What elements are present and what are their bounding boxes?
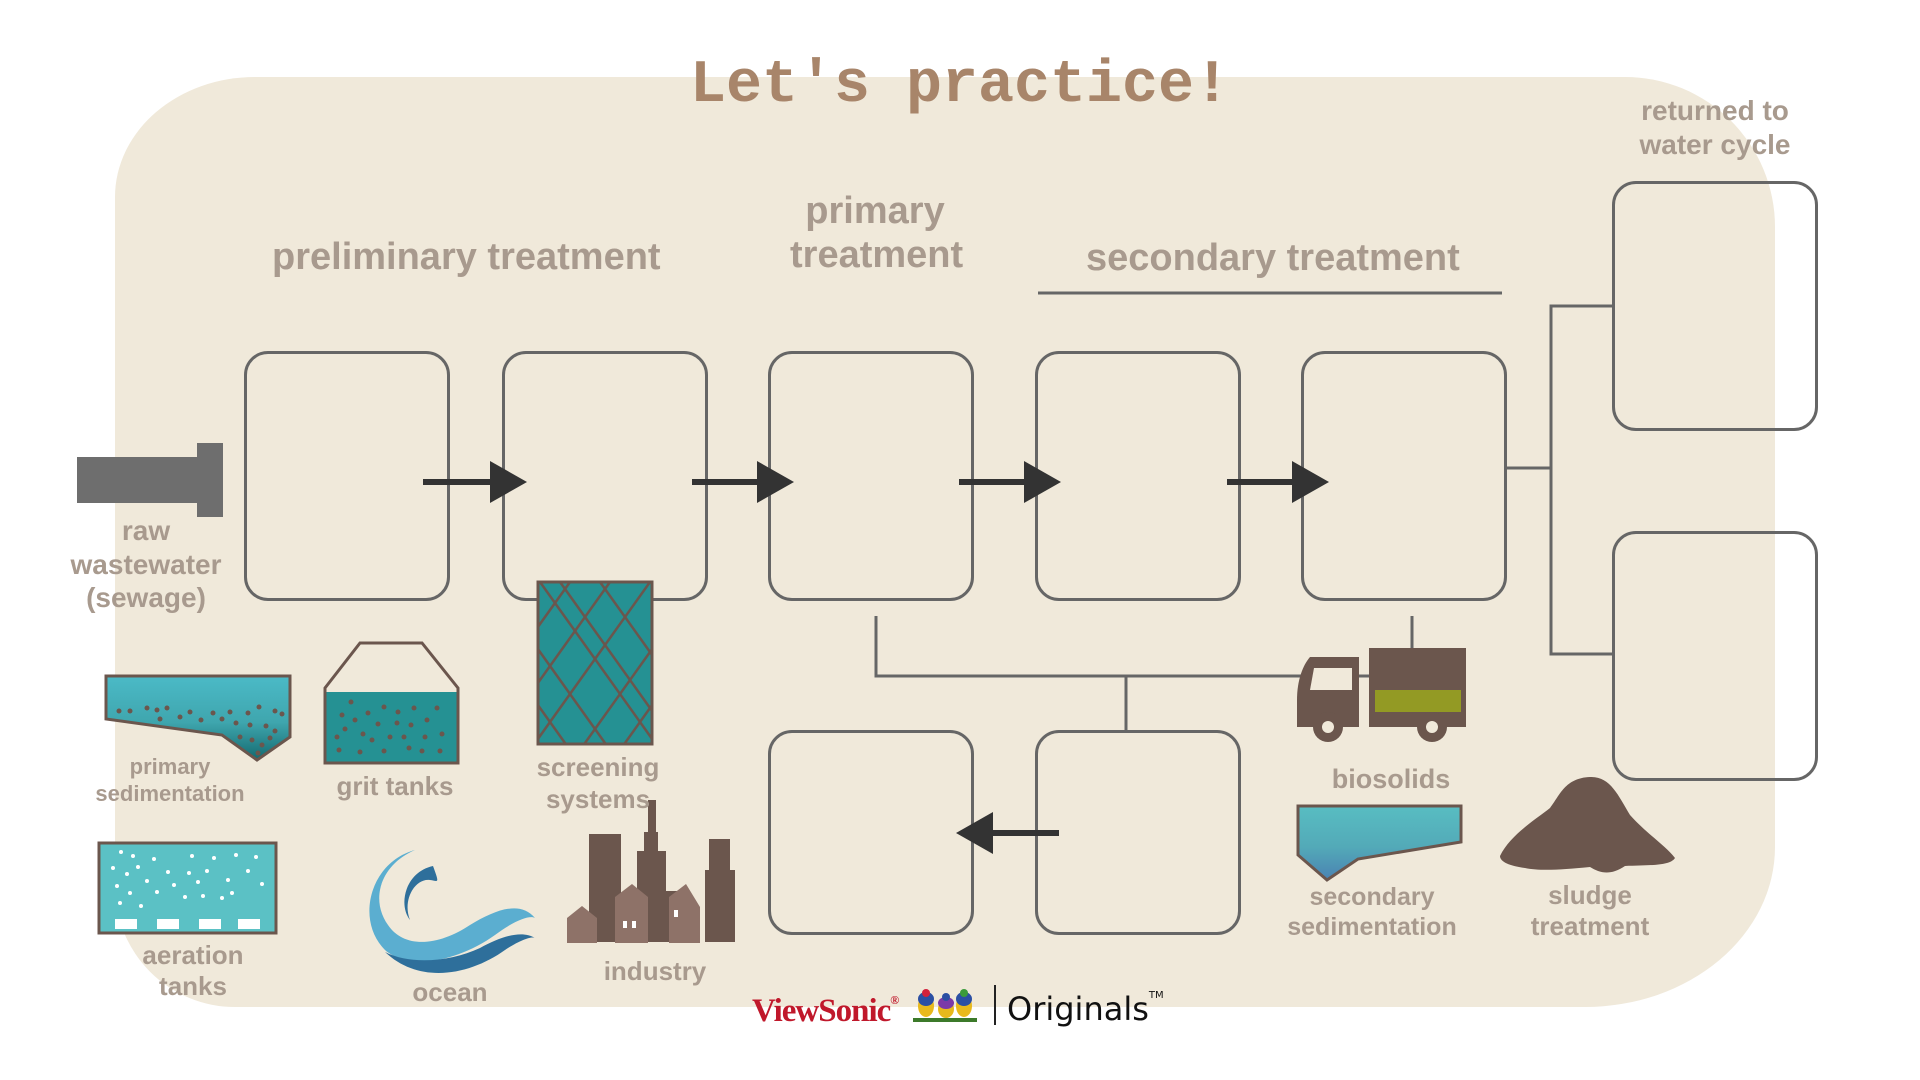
heading-primary-line2: treatment [790,233,964,276]
birds-logo-icon [913,989,977,1022]
label-primary-sedimentation[interactable]: primary sedimentation [80,754,260,808]
label-line: secondary [1309,883,1435,911]
heading-returned-line2: water cycle [1639,128,1791,160]
trademark-mark: TM [1148,990,1164,1001]
viewsonic-logo: ViewSonic® [752,993,899,1030]
arrow-right-icon [692,461,794,503]
arrow-right-icon [423,461,527,503]
label-line: grit tanks [336,771,454,801]
label-line: treatment [1530,911,1650,942]
grit-tank-icon [323,641,460,765]
label-grit-tanks[interactable]: grit tanks [320,771,470,802]
label-line: sludge [1548,880,1632,910]
label-line: screening [536,752,660,782]
primary-sedimentation-icon [104,674,292,762]
heading-returned-line1: returned to [1641,95,1789,126]
label-line: ocean [412,977,488,1007]
pipe-icon [77,443,223,517]
heading-primary-treatment: primary treatment [790,190,964,277]
label-line: sedimentation [1287,913,1457,941]
answer-box-7[interactable] [1612,531,1818,781]
label-line: industry [603,956,707,986]
product-name: Originals [1007,990,1149,1028]
registered-mark: ® [890,993,899,1007]
label-line: aeration [142,940,244,970]
brand-name: ViewSonic [752,993,891,1029]
label-sludge-treatment[interactable]: sludge treatment [1510,880,1670,942]
raw-wastewater-line2: wastewater [70,548,222,580]
answer-box-1[interactable] [244,351,450,601]
industry-icon [567,800,735,943]
label-screening-systems[interactable]: screening systems [518,752,678,815]
raw-wastewater-line1: raw [121,515,171,546]
arrow-right-icon [1227,461,1329,503]
label-line: primary [129,754,211,779]
originals-logo: OriginalsTM [1007,990,1164,1028]
sludge-pile-icon [1500,776,1675,873]
connector-lines [874,304,1612,730]
label-line: biosolids [1331,764,1451,794]
arrow-right-icon [959,461,1061,503]
page-title: Let's practice! [689,52,1231,120]
arrow-left-icon [956,812,1059,854]
ocean-icon [369,850,535,973]
label-line: tanks [159,971,227,1002]
raw-wastewater-label: raw wastewater (sewage) [66,514,226,615]
label-aeration-tanks[interactable]: aeration tanks [113,940,273,1002]
label-biosolids[interactable]: biosolids [1316,764,1466,795]
label-ocean[interactable]: ocean [375,977,525,1008]
heading-returned-to-water-cycle: returned to water cycle [1625,94,1805,161]
heading-preliminary-treatment: preliminary treatment [272,236,661,278]
background-panel [115,77,1775,1007]
screening-system-icon [536,580,654,746]
answer-box-6[interactable] [1612,181,1818,431]
aeration-tank-icon [97,841,278,935]
label-line: systems [545,783,651,814]
label-secondary-sedimentation[interactable]: secondary sedimentation [1282,882,1462,942]
heading-primary-line1: primary [805,190,945,232]
logo-divider [994,985,996,1025]
biosolids-truck-icon [1297,648,1466,742]
raw-wastewater-line3: (sewage) [86,582,206,614]
label-line: sedimentation [95,780,245,806]
label-industry[interactable]: industry [580,956,730,987]
secondary-sedimentation-icon [1296,804,1463,882]
heading-secondary-treatment: secondary treatment [1086,237,1460,279]
